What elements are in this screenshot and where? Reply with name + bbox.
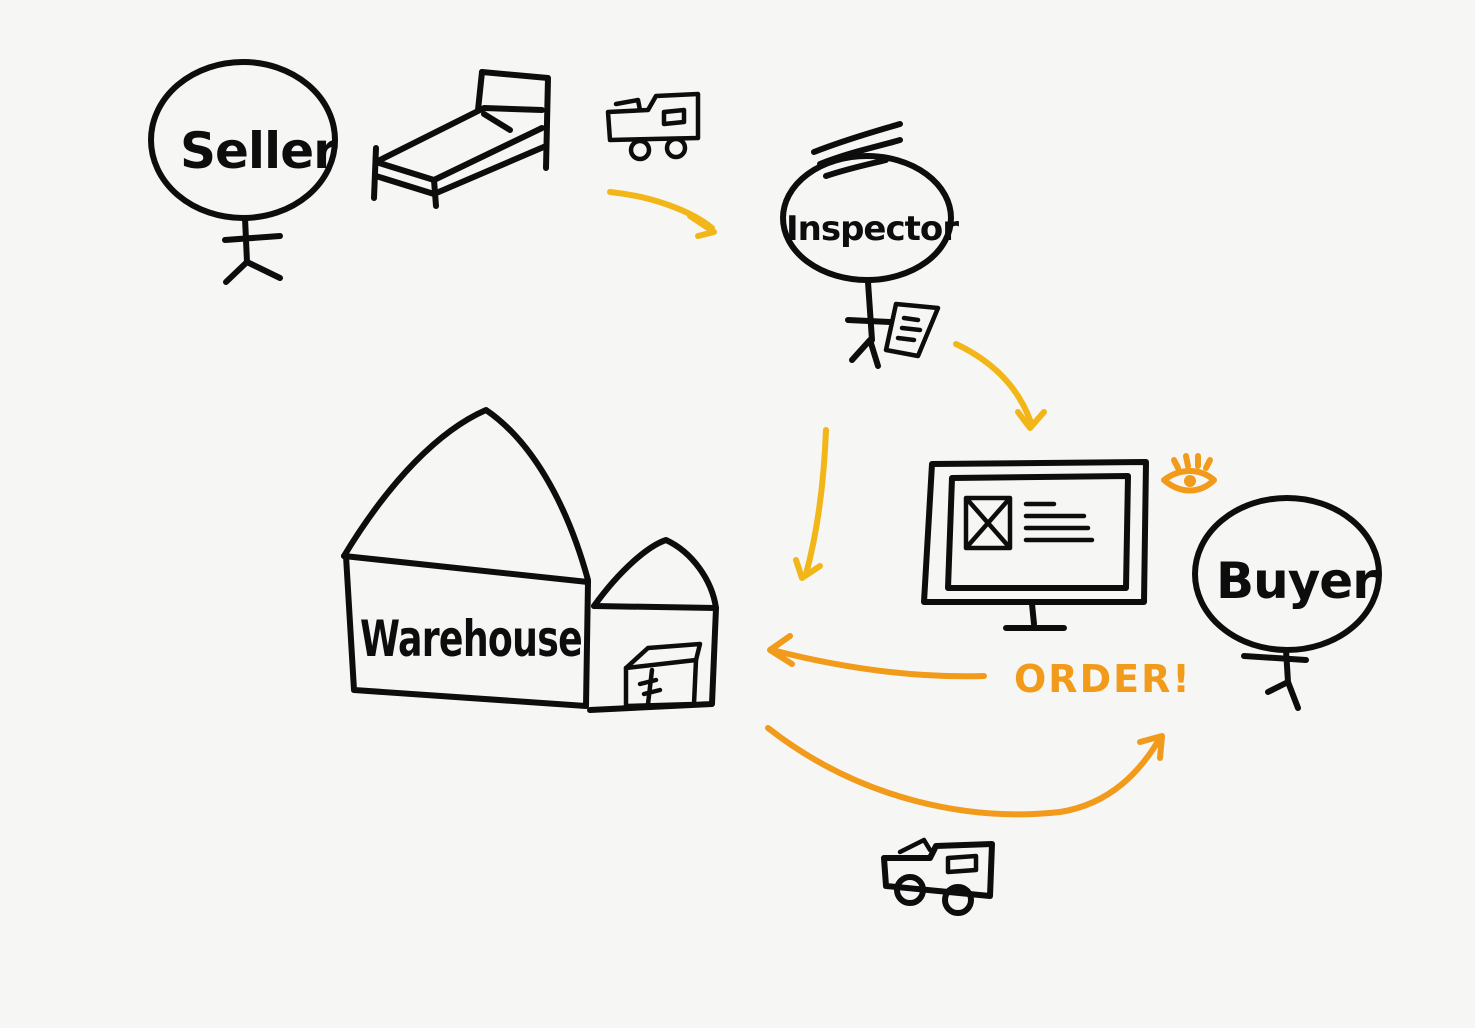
arrow-warehouse-to-buyer [765,725,1165,818]
buyer-figure: Buyer [1192,495,1382,711]
arrow-inspector-to-monitor [953,341,1047,431]
seller-label: Seller [180,122,338,180]
monitor-icon [921,459,1149,631]
warehouse-building: Warehouse [341,407,719,713]
arrow-seller-to-inspector [607,189,717,239]
arrow-inspector-to-warehouse [793,427,829,581]
truck-icon [881,837,995,916]
bed-icon [371,69,551,209]
inspector-figure: Inspector [780,121,960,369]
buyer-label: Buyer [1216,552,1377,610]
clipboard-icon [883,301,941,359]
order-label: ORDER! [1014,657,1192,701]
arrow-order-to-warehouse: ORDER! [767,633,1192,701]
truck-icon [605,91,701,162]
inspector-label: Inspector [786,209,959,249]
warehouse-label: Warehouse [360,610,582,668]
eye-icon [1161,453,1217,494]
seller-figure: Seller [148,59,339,285]
